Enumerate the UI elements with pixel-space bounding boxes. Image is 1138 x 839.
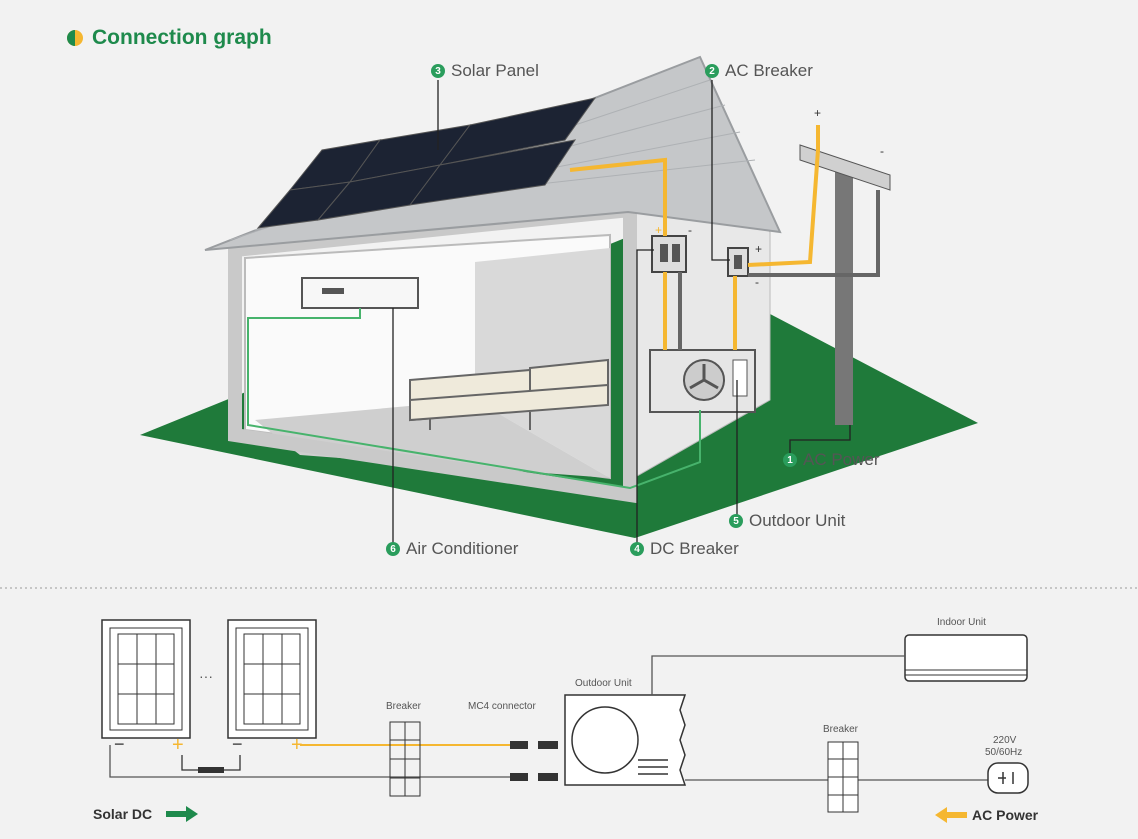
outlet-icon (987, 762, 1029, 794)
mc4-connectors (510, 741, 558, 781)
indoor-unit-schematic (904, 634, 1028, 682)
series-connector (198, 767, 224, 773)
ac-plus-sign: + (755, 242, 762, 256)
mc4-connector-label: MC4 connector (468, 701, 536, 712)
utility-pole (799, 144, 891, 425)
callout-outdoor-unit: 5 Outdoor Unit (729, 511, 845, 531)
ac-power-arrow-icon (935, 807, 967, 823)
schematic-dc-negative-wire (109, 745, 510, 778)
callout-label: Outdoor Unit (749, 511, 846, 530)
dc-breaker-label: Breaker (386, 701, 422, 712)
ac-breaker-schematic (827, 741, 859, 813)
callout-number: 1 (783, 453, 797, 467)
sofa (409, 358, 609, 430)
solar-dc-arrow-icon (166, 806, 198, 822)
callout-number: 2 (705, 64, 719, 78)
callout-number: 3 (431, 64, 445, 78)
frequency-label: 50/60Hz (985, 747, 1023, 758)
callout-label: Solar Panel (451, 61, 539, 80)
dc-breaker-box (651, 235, 687, 273)
indoor-unit-label: Indoor Unit (937, 617, 986, 628)
voltage-label: 220V (993, 735, 1017, 746)
wire-ac-neutral (748, 190, 880, 277)
title-bullet-icon (66, 29, 84, 47)
schematic-indoor-wire (651, 655, 905, 695)
callout-label: Air Conditioner (406, 539, 519, 558)
callout-ac-breaker: 2 AC Breaker (705, 61, 813, 81)
callout-number: 6 (386, 542, 400, 556)
page-title: Connection graph (92, 26, 272, 49)
right-module-plus-label: + (291, 734, 303, 756)
right-module-minus-label: − (232, 734, 243, 754)
pole-minus-sign: - (880, 144, 884, 158)
ac-breaker-label: Breaker (823, 724, 859, 735)
callout-label: AC Breaker (725, 61, 813, 80)
callout-label: AC Power (803, 450, 880, 469)
leader-ac-power (789, 425, 851, 455)
ellipsis-label: ··· (199, 668, 213, 684)
indoor-green-cable (247, 308, 701, 490)
house-floor (255, 400, 610, 478)
callout-number: 5 (729, 514, 743, 528)
house-inner-wall (475, 248, 610, 478)
callout-solar-panel: 3 Solar Panel (431, 61, 539, 81)
callout-number: 4 (630, 542, 644, 556)
leader-dc-breaker (636, 249, 654, 545)
outdoor-unit-schematic (564, 694, 687, 786)
wire-ac-breaker-to-pole (747, 125, 820, 267)
outdoor-unit-label: Outdoor Unit (575, 678, 632, 689)
callout-label: DC Breaker (650, 539, 739, 558)
callout-ac-power: 1 AC Power (783, 450, 880, 470)
wire-solar-to-dc (569, 157, 667, 236)
leader-ac-breaker (711, 80, 730, 261)
solar-module-left (101, 619, 191, 739)
title-block: Connection graph (66, 26, 272, 50)
pole-plus-sign: + (814, 106, 821, 120)
dc-breaker-schematic (389, 721, 421, 797)
indoor-ac-unit (301, 277, 419, 309)
outdoor-unit (649, 349, 756, 413)
callout-air-conditioner: 6 Air Conditioner (386, 539, 518, 559)
callout-dc-breaker: 4 DC Breaker (630, 539, 739, 559)
left-module-minus-label: − (114, 734, 125, 754)
dc-plus-sign: + (655, 223, 662, 237)
legend-solar-dc: Solar DC (93, 806, 153, 822)
dc-minus-sign: - (688, 223, 692, 237)
legend-ac-power: AC Power (972, 807, 1039, 823)
left-module-plus-label: + (172, 734, 184, 756)
ac-breaker-box (727, 247, 749, 277)
roof-solar-panels (256, 97, 597, 229)
solar-module-right (227, 619, 317, 739)
ac-minus-sign: - (755, 275, 759, 289)
